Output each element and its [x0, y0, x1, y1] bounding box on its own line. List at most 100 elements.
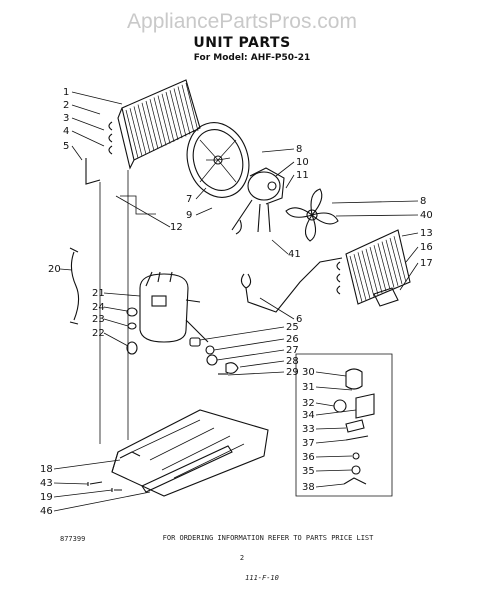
leader-line [315, 402, 335, 407]
drawing-code: 877399 [60, 535, 85, 543]
coil-fin [377, 243, 391, 290]
leader-line [261, 148, 295, 153]
leader-line [103, 332, 129, 347]
handwritten-code: 111-F-10 [245, 574, 279, 582]
callout-4: 4 [63, 126, 69, 137]
leader-line [285, 174, 295, 189]
leader-line [259, 297, 295, 320]
wire-harness [69, 247, 80, 325]
coil-fin [369, 246, 383, 294]
leader-line [315, 386, 353, 391]
callout-26: 26 [286, 334, 299, 345]
coil-fin [129, 108, 143, 157]
leader-line [195, 207, 213, 216]
callout-6: 6 [296, 314, 302, 325]
leader-line [53, 491, 151, 512]
leader-line [216, 349, 285, 361]
leader-line [195, 187, 207, 200]
leader-line [405, 246, 419, 263]
callout-17: 17 [420, 258, 433, 269]
callout-labels: 1234578101191284041131617620212423222526… [40, 87, 433, 517]
callout-13: 13 [420, 228, 433, 239]
compressor-fittings [189, 337, 239, 375]
callout-33: 33 [302, 424, 315, 435]
coil-fin [169, 90, 183, 139]
callout-35: 35 [302, 466, 315, 477]
coil-fin [165, 91, 179, 141]
coil-fin [161, 93, 175, 142]
guide-lines [99, 170, 156, 444]
coil-fin [145, 100, 159, 150]
leader-line [53, 489, 113, 498]
refrigerant-tubing [240, 257, 343, 313]
leader-line [103, 318, 129, 327]
callout-1: 1 [63, 87, 69, 98]
base-pan [111, 409, 269, 497]
callout-29: 29 [286, 367, 299, 378]
screw-19 [111, 488, 122, 492]
leader-line [71, 130, 105, 147]
coil-fin [137, 104, 151, 153]
coil-fin [373, 245, 387, 292]
callout-32: 32 [302, 398, 315, 409]
coil-fin [177, 86, 191, 135]
callout-25: 25 [286, 322, 299, 333]
control-parts-box [295, 353, 393, 497]
fan-shroud [186, 122, 250, 198]
screw-43 [87, 481, 103, 486]
leader-line [227, 371, 285, 376]
callout-3: 3 [63, 113, 69, 124]
leader-line [103, 306, 128, 312]
coil-fin [153, 97, 167, 146]
condenser-coil [85, 79, 201, 185]
callout-28: 28 [286, 356, 299, 367]
leader-line [315, 455, 353, 458]
leader-line [59, 268, 73, 271]
ordering-note: FOR ORDERING INFORMATION REFER TO PARTS … [163, 534, 375, 542]
evaporator-coil [336, 229, 411, 307]
coil-fin [185, 82, 199, 132]
leader-line [71, 117, 105, 131]
model-subtitle: For Model: AHF-P50-21 [194, 53, 311, 63]
coil-fin [173, 88, 187, 137]
callout-12: 12 [170, 222, 183, 233]
callout-43: 43 [40, 478, 53, 489]
coil-fin [361, 250, 375, 297]
coil-fin [349, 255, 363, 303]
callout-37: 37 [302, 438, 315, 449]
leader-line [399, 262, 419, 291]
leader-line [315, 409, 357, 416]
coil-fin [141, 102, 155, 151]
leader-line [335, 214, 419, 217]
leader-line [239, 360, 285, 368]
callout-11: 11 [296, 170, 309, 181]
leader-line [331, 200, 419, 204]
leader-line [315, 439, 347, 444]
leader-line [71, 91, 123, 105]
leader-line [401, 232, 419, 237]
leader-line [271, 239, 289, 255]
coil-fin [389, 237, 403, 285]
leader-line [275, 161, 295, 177]
callout-7: 7 [186, 194, 192, 205]
coil-fin [133, 106, 147, 155]
coil-fin [365, 248, 379, 295]
callout-31: 31 [302, 382, 315, 393]
coil-fin [385, 239, 399, 286]
callout-24: 24 [92, 302, 105, 313]
callout-34: 34 [302, 410, 315, 421]
callout-38: 38 [302, 482, 315, 493]
page-number: 2 [240, 554, 244, 562]
leader-line [115, 195, 171, 228]
callout-21: 21 [92, 288, 105, 299]
coil-fin [353, 254, 367, 301]
leader-line [71, 104, 101, 115]
callout-18: 18 [40, 464, 53, 475]
leader-line [53, 459, 121, 470]
callout-46: 46 [40, 506, 53, 517]
callout-36: 36 [302, 452, 315, 463]
diagram-title: UNIT PARTS [193, 35, 290, 51]
coil-fin [357, 252, 371, 299]
callout-19: 19 [40, 492, 53, 503]
